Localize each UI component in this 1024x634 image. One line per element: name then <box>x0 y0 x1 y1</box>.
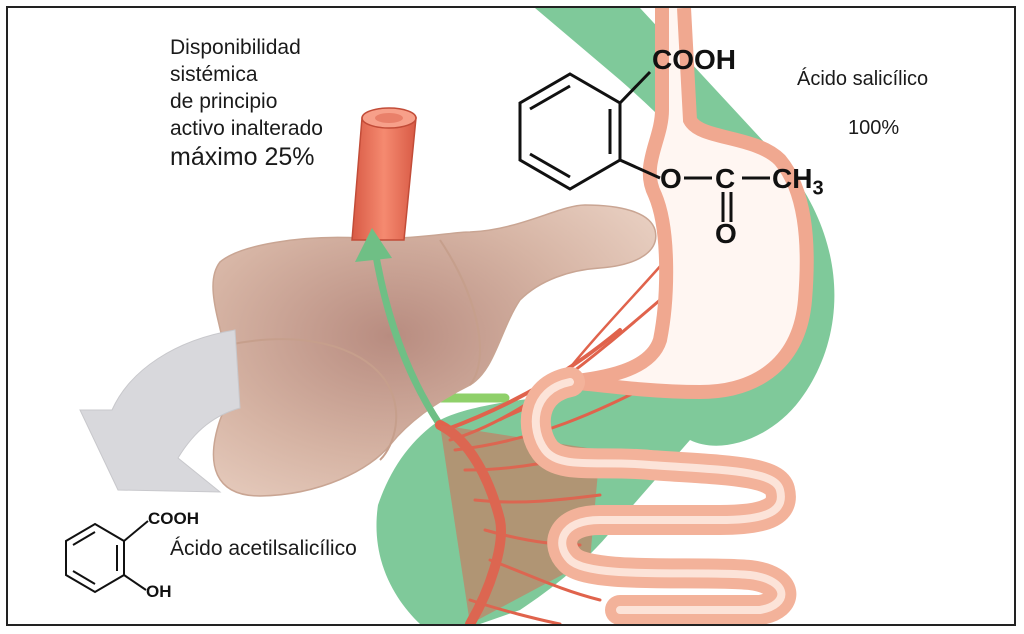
salicylic-acid-label: Ácido salicílico <box>797 68 929 90</box>
liver-lower-lobe <box>227 338 398 461</box>
absorption-arrow <box>371 249 443 427</box>
acetylsalicylic-acid-label: Ácido acetilsalicílico <box>170 537 357 560</box>
aspirin-carbonyl-o: O <box>715 218 737 249</box>
aspirin-methyl-ch: CH <box>772 163 813 194</box>
aspirin-benzene-ring <box>518 70 770 222</box>
small-intestine-highlight <box>531 378 786 614</box>
salicylic-percent: 100% <box>848 117 900 139</box>
salicylic-oh: OH <box>146 582 172 601</box>
aspirin-ester-o: O <box>660 163 682 194</box>
availability-line-3: de principio <box>170 90 278 113</box>
aspirin-methyl-subscript: 3 <box>812 177 824 200</box>
gray-arrow <box>79 329 241 493</box>
availability-line-4: activo inalterado <box>170 117 323 140</box>
salicylic-benzene-ring <box>65 520 149 594</box>
aspirin-methyl: CH3 <box>772 163 824 201</box>
availability-line-2: sistémica <box>170 63 258 86</box>
liver <box>212 204 657 497</box>
availability-max: máximo 25% <box>170 143 315 171</box>
aspirin-carbonyl-c: C <box>715 163 736 194</box>
aorta <box>351 117 417 241</box>
aorta-lumen <box>375 113 403 123</box>
availability-label: Disponibilidad sistémica de principio ac… <box>170 34 323 172</box>
stomach <box>569 8 814 400</box>
aspirin-cooh: COOH <box>652 44 736 75</box>
salicylic-cooh: COOH <box>148 509 199 528</box>
liver-lobe-line <box>439 239 481 386</box>
absorption-arrow-head <box>355 228 392 262</box>
availability-line-1: Disponibilidad <box>170 36 301 59</box>
